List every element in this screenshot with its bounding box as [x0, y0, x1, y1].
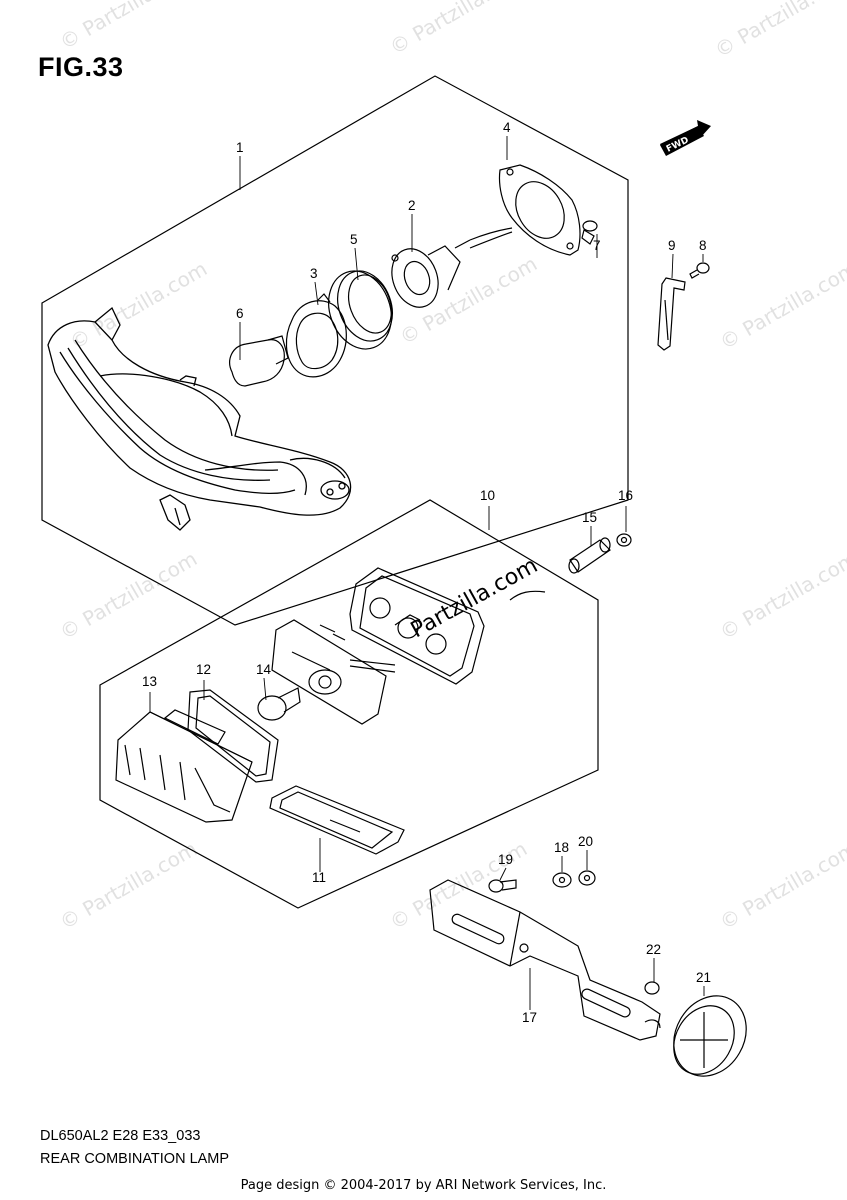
callout-8: 8	[699, 238, 707, 253]
gasket-5	[328, 270, 393, 350]
callout-14: 14	[256, 662, 272, 677]
callout-10: 10	[480, 488, 495, 503]
callout-11: 11	[312, 870, 326, 885]
callout-1: 1	[236, 140, 244, 155]
bulb-14	[257, 687, 301, 721]
callout-2: 2	[408, 198, 416, 213]
reflector-21	[673, 995, 747, 1077]
group-frames	[41, 75, 629, 909]
lens-13	[115, 709, 253, 823]
collar-15	[568, 537, 611, 574]
nut-16	[616, 533, 632, 547]
gasket-12	[187, 689, 279, 783]
screw-8	[689, 262, 710, 279]
license-lamp-housing-10	[349, 567, 485, 685]
fwd-arrow-icon: FWD	[660, 120, 711, 156]
plate-11	[269, 785, 405, 855]
bulb-6	[229, 335, 289, 387]
callout-18: 18	[554, 840, 569, 855]
callout-13: 13	[142, 674, 157, 689]
bracket-17	[429, 879, 661, 1041]
callout-4: 4	[503, 120, 511, 135]
callout-15: 15	[582, 510, 597, 525]
watermark-text: © Partzilla.com	[716, 546, 847, 644]
callout-17: 17	[522, 1010, 537, 1025]
nut-20	[578, 870, 596, 886]
watermark-text: © Partzilla.com	[56, 836, 202, 934]
screw-7	[581, 220, 598, 245]
strap-9	[657, 277, 686, 351]
watermark-text: © Partzilla.com	[716, 256, 847, 354]
figure-title: FIG.33	[38, 52, 124, 82]
callout-5: 5	[350, 232, 358, 247]
watermarks: © Partzilla.com © Partzilla.com © Partzi…	[56, 0, 847, 934]
washer-18	[552, 872, 572, 888]
license-lamp-group-frame	[99, 499, 599, 909]
gasket-plate-4	[498, 164, 581, 256]
watermark-text: © Partzilla.com	[396, 251, 542, 349]
leader-lines	[149, 136, 705, 1010]
watermark-text: © Partzilla.com	[386, 0, 532, 59]
bolt-19	[488, 879, 517, 893]
watermark-text: © Partzilla.com	[711, 0, 847, 62]
model-code: DL650AL2 E28 E33_033	[40, 1128, 201, 1144]
socket-2	[391, 227, 513, 308]
license-lamp-base	[271, 590, 546, 725]
callout-7: 7	[593, 238, 601, 253]
callout-22: 22	[646, 942, 661, 957]
callout-labels: 1 2 3 4 5 6 7 8 9 10 11 12 13 14 15 16 1…	[142, 120, 711, 1025]
watermark-text: © Partzilla.com	[56, 0, 202, 54]
callout-6: 6	[236, 306, 244, 321]
nut-22	[644, 981, 660, 995]
callout-20: 20	[578, 834, 593, 849]
callout-19: 19	[498, 852, 513, 867]
callout-3: 3	[310, 266, 318, 281]
socket-ring-3	[285, 293, 347, 378]
assembly-name: REAR COMBINATION LAMP	[40, 1151, 230, 1167]
tail-lamp-body	[47, 306, 352, 531]
callout-9: 9	[668, 238, 676, 253]
page-credit: Page design © 2004-2017 by ARI Network S…	[240, 1178, 607, 1193]
watermark-text: © Partzilla.com	[66, 256, 212, 354]
watermark-text: © Partzilla.com	[716, 836, 847, 934]
callout-12: 12	[196, 662, 211, 677]
partzilla-watermark: Partzilla.com	[407, 553, 542, 643]
callout-16: 16	[618, 488, 633, 503]
tail-lamp-group-frame	[41, 75, 629, 626]
callout-21: 21	[696, 970, 711, 985]
